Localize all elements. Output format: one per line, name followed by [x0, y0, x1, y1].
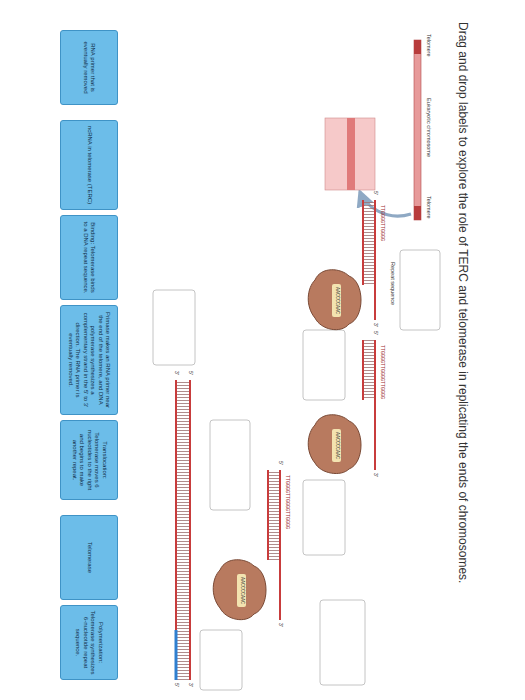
diagram-label: 5' — [278, 461, 283, 465]
diagram-label: 5' — [174, 683, 179, 687]
diagram-label: 5' — [188, 371, 193, 375]
diagram-label: Telomere — [426, 196, 432, 219]
page-title: Drag and drop labels to explore the role… — [456, 22, 470, 583]
diagram-label: Repeat sequence — [390, 262, 396, 305]
diagram-label: 3' — [373, 323, 378, 327]
diagram-label: Telomere — [426, 34, 432, 57]
diagram-label: 5' — [373, 191, 378, 195]
diagram-label: 3' — [174, 371, 179, 375]
diagram-label: TTGGGGTTGGGG — [379, 205, 384, 241]
dna-strands — [268, 470, 280, 620]
diagram-label: TTGGGGTTGGGGTTGGGG — [284, 475, 289, 529]
telomerase-enzyme — [213, 560, 266, 620]
diagram-label: 3' — [373, 473, 378, 477]
diagram-label: 5' — [373, 331, 378, 335]
drop-target — [153, 250, 440, 690]
label-text: Binding: Telomerase binds to a DNA repea… — [82, 220, 97, 295]
drag-label: Polymerization: Telomerase synthesizes 6… — [60, 605, 118, 680]
label-text: Polymerization: Telomerase synthesizes 6… — [74, 610, 104, 675]
diagram-label: Eukaryotic chromosome — [426, 98, 432, 157]
label-text: Primase makes an RNA primer near the end… — [67, 310, 112, 410]
label-text: RNA primer that is eventually removed — [82, 35, 97, 100]
dna-strands — [363, 340, 375, 470]
diagram-label: TTGGGGTTGGGGTTGGGG — [379, 345, 384, 399]
diagram-label: 3' — [278, 623, 283, 627]
drag-label: Telomerase — [60, 515, 118, 600]
diagram-label: AACCCCAAC — [334, 287, 339, 314]
drag-label: Translocation: Telomerase moves 6 nucleo… — [60, 420, 118, 500]
diagram-label: AACCCCAAC — [239, 577, 244, 604]
diagram-label: 3' — [188, 683, 193, 687]
drag-label: ncRNA in telomerase (TERC) — [60, 120, 118, 210]
dna-strands — [176, 380, 190, 680]
chromosome-overview — [325, 40, 421, 220]
diagram-label: AACCCCAAC — [334, 432, 339, 459]
telomerase-enzyme — [308, 270, 361, 330]
label-text: ncRNA in telomerase (TERC) — [85, 126, 93, 204]
drag-label: RNA primer that is eventually removed — [60, 30, 118, 105]
label-text: Translocation: Telomerase moves 6 nucleo… — [70, 425, 108, 495]
telomerase-enzyme — [308, 415, 361, 474]
label-text: Telomerase — [85, 542, 93, 573]
dna-strands — [363, 200, 375, 320]
drag-label: Binding: Telomerase binds to a DNA repea… — [60, 215, 118, 300]
drag-label: Primase makes an RNA primer near the end… — [60, 305, 118, 415]
